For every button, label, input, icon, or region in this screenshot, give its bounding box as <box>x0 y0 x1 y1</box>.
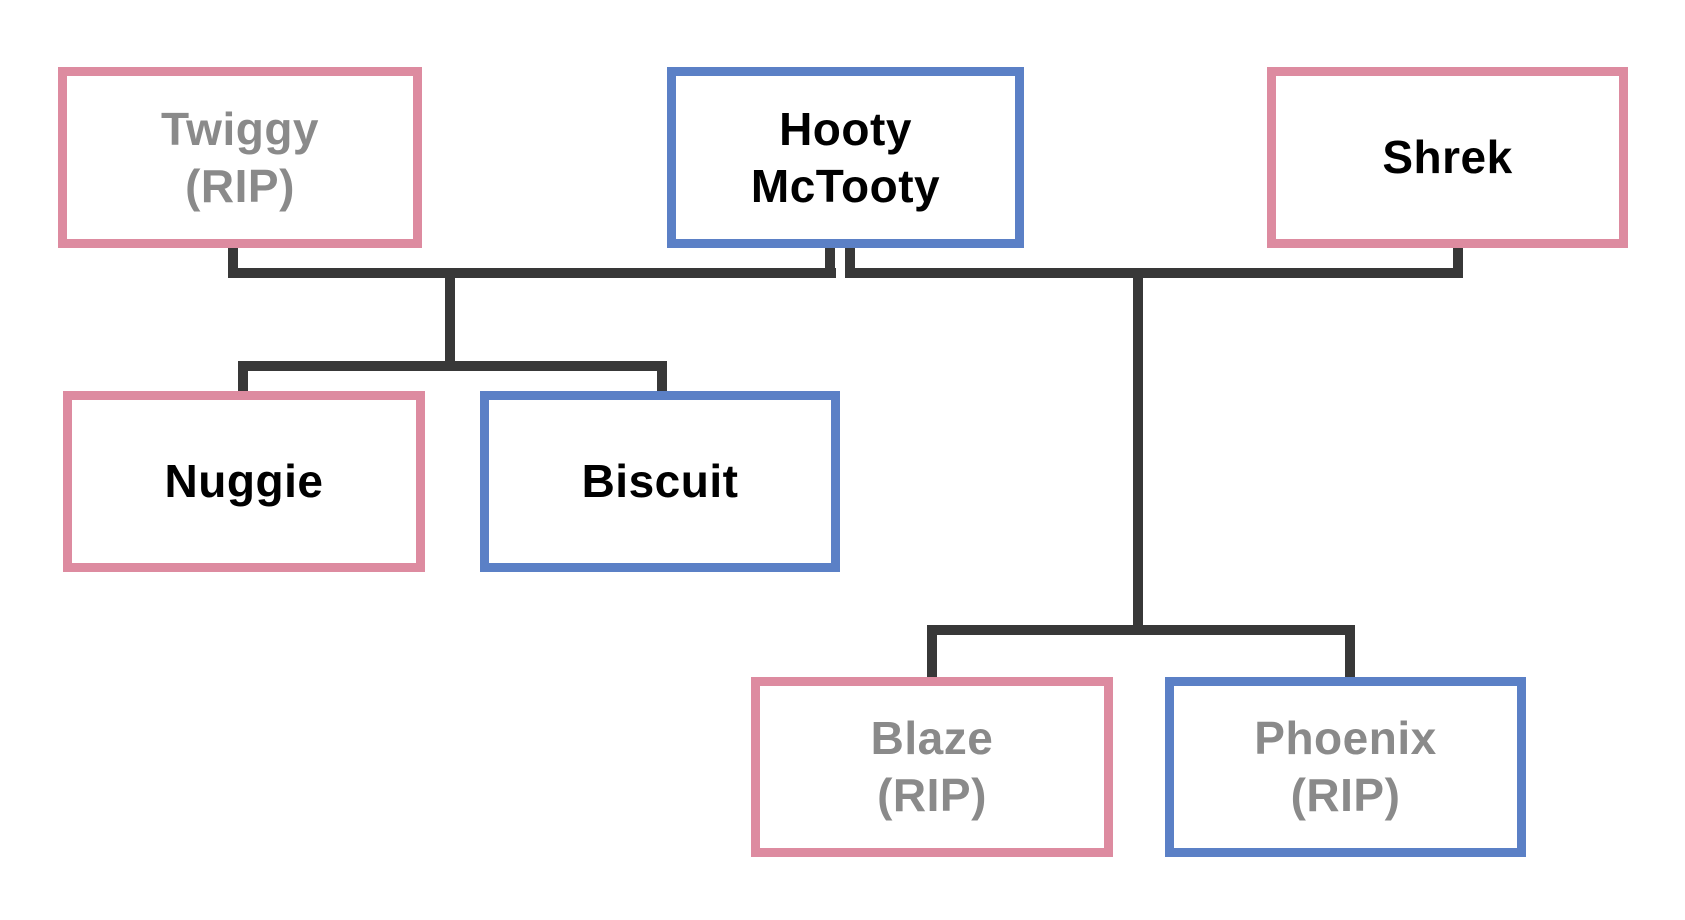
sibling-line-family2 <box>927 625 1355 635</box>
node-twiggy-name: Twiggy <box>160 102 320 155</box>
node-phoenix-name: Phoenix <box>1254 712 1437 764</box>
node-shrek-name: Shrek <box>1382 131 1513 183</box>
drop-line-family2 <box>1133 268 1143 635</box>
node-hooty-name-line1: Hooty <box>779 102 912 155</box>
node-nuggie-name: Nuggie <box>164 455 324 507</box>
node-blaze-status: (RIP) <box>877 769 987 821</box>
stub-shrek <box>1453 248 1463 278</box>
node-blaze-name: Blaze <box>870 712 994 764</box>
stub-phoenix <box>1345 625 1355 677</box>
stub-twiggy <box>228 248 238 278</box>
node-hooty-mctooty: Hooty McTooty <box>667 67 1024 248</box>
node-blaze: Blaze (RIP) <box>751 677 1113 857</box>
stub-biscuit <box>657 361 667 391</box>
node-hooty-name-line2: McTooty <box>750 159 941 212</box>
stub-hooty-left <box>825 248 835 278</box>
node-shrek: Shrek <box>1267 67 1628 248</box>
node-biscuit: Biscuit <box>480 391 840 572</box>
couple-line-twiggy-hooty <box>228 268 836 278</box>
drop-line-family1 <box>445 268 455 371</box>
stub-blaze <box>927 625 937 677</box>
node-phoenix-status: (RIP) <box>1290 769 1401 821</box>
sibling-line-family1 <box>238 361 667 371</box>
node-nuggie: Nuggie <box>63 391 425 572</box>
node-phoenix: Phoenix (RIP) <box>1165 677 1526 857</box>
node-biscuit-name: Biscuit <box>581 455 739 507</box>
couple-line-hooty-shrek <box>845 268 1463 278</box>
stub-hooty-right <box>845 248 855 278</box>
node-twiggy-status: (RIP) <box>185 159 295 212</box>
node-twiggy: Twiggy (RIP) <box>58 67 422 248</box>
stub-nuggie <box>238 361 248 391</box>
